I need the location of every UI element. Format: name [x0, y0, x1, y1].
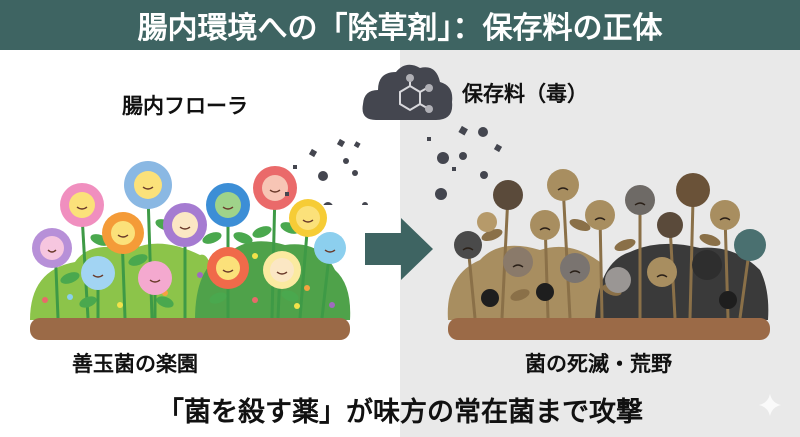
preservative-label: 保存料（毒） [462, 82, 588, 106]
bottom-caption: 「菌を殺す薬」が味方の常在菌まで攻撃 [157, 397, 643, 428]
bacteria-wasteland-label: 菌の死滅・荒野 [525, 352, 672, 376]
toxic-particles-left [285, 138, 368, 205]
header-banner: 腸内環境への「除草剤」：保存料の正体 [0, 0, 800, 50]
good-bacteria-paradise-label: 善玉菌の楽園 [72, 352, 198, 376]
page-title: 腸内環境への「除草剤」：保存料の正体 [137, 11, 663, 46]
healthy-garden-illustration [30, 161, 351, 340]
sparkle-icon [759, 394, 781, 416]
gut-flora-label: 腸内フローラ [122, 94, 248, 118]
toxic-cloud-icon[interactable] [360, 58, 455, 136]
dead-garden-illustration [447, 169, 770, 340]
arrow-right-icon [365, 218, 433, 280]
toxic-particles-right [427, 125, 503, 200]
